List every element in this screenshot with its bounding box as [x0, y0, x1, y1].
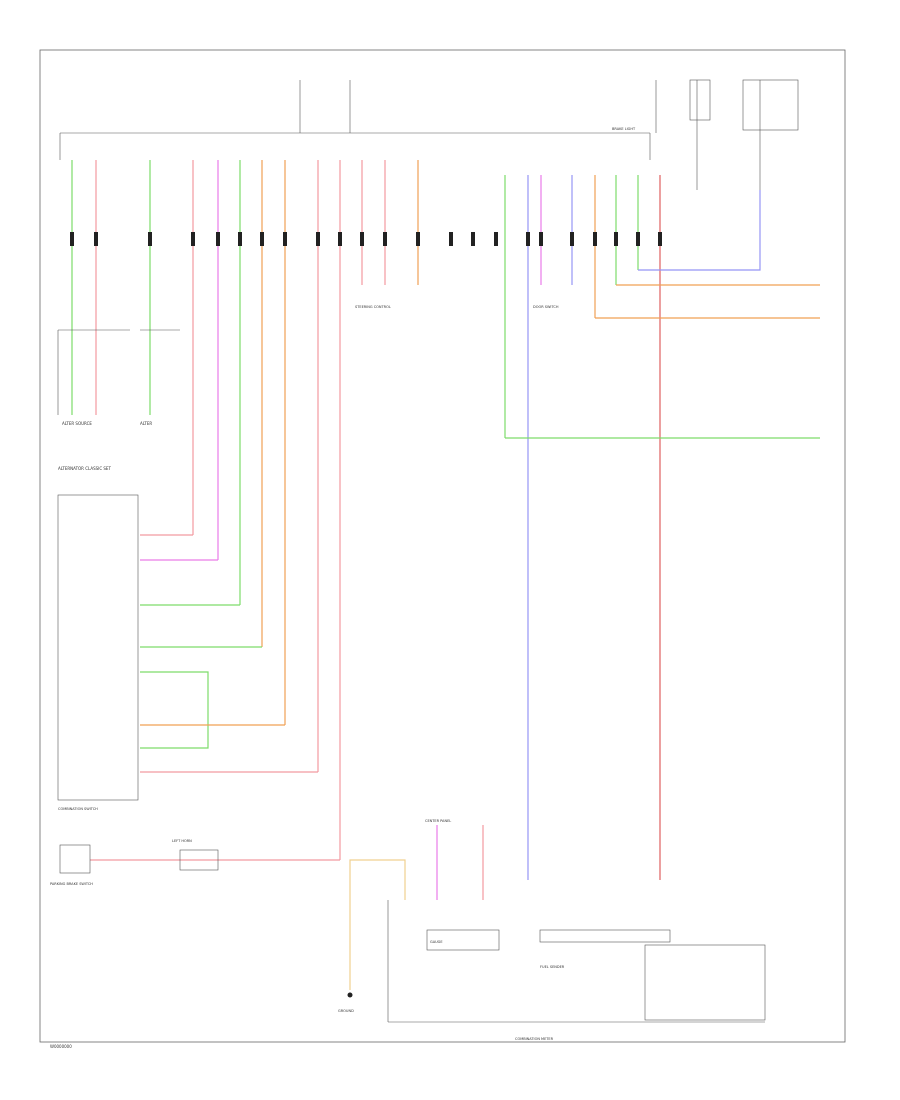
combination-meter-label: COMBINATION METER — [515, 1037, 554, 1041]
left-block-label: ALTERNATOR CLASSIC SET — [58, 466, 111, 471]
bus-label: BRAKE LIGHT — [612, 127, 636, 131]
steering-switch-label: STEERING CONTROL — [355, 305, 391, 309]
ground-label: GROUND — [338, 1009, 354, 1013]
top-fuse-group — [59, 79, 799, 190]
fuel-sender-label: FUEL SENDER — [540, 965, 565, 969]
door-switch-label: DOOR SWITCH — [533, 305, 559, 309]
left-conn-b-label: ALTER — [140, 421, 152, 426]
wire-bundle — [71, 160, 820, 990]
diagram-frame — [39, 49, 846, 1043]
connector-blocks — [70, 232, 662, 246]
parking-brake-label: PARKING BRAKE SWITCH — [50, 882, 93, 886]
footer-code: W0000000 — [50, 1044, 72, 1049]
left-horn-label: LEFT HORN — [172, 839, 192, 843]
center-panel-label: CENTER PANEL — [425, 819, 451, 823]
left-switch-block — [57, 329, 180, 801]
gauge-label: GAUGE — [430, 940, 443, 944]
left-conn-a-label: ALTER SOURCE — [62, 421, 92, 426]
meter-blocks — [59, 844, 766, 1023]
combination-switch-label: COMBINATION SWITCH — [58, 807, 98, 811]
ground-symbol — [347, 992, 353, 998]
